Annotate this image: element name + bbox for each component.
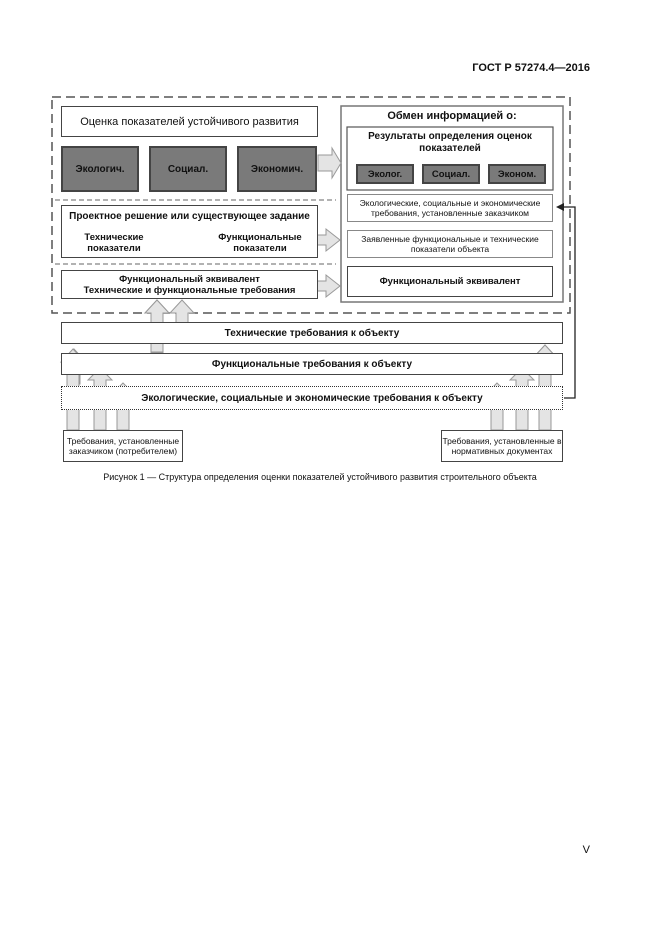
functional-indicators: Функциональные показатели — [218, 232, 302, 254]
ecological-requirements-label: Экологические, социальные и экономически… — [141, 392, 483, 404]
result-social-label: Социал. — [431, 168, 471, 180]
arrow-right — [316, 227, 341, 253]
technical-indicators: Технические показатели — [84, 232, 144, 254]
design-title: Проектное решение или существующее задан… — [69, 211, 310, 222]
design-block: Проектное решение или существующее задан… — [61, 205, 318, 258]
category-social: Социал. — [149, 146, 227, 192]
result-ecological-label: Эколог. — [367, 168, 403, 180]
equivalent-line2: Технические и функциональные требования — [83, 284, 296, 296]
functional-equivalent: Функциональный эквивалент — [379, 276, 521, 287]
result-ecological: Эколог. — [356, 164, 414, 184]
category-economic: Экономич. — [237, 146, 317, 192]
functional-requirements-band: Функциональные требования к объекту — [61, 353, 563, 375]
feedback-connector — [563, 206, 576, 399]
customer-requirements-box: Экологические, социальные и экономически… — [347, 194, 553, 222]
results-title: Результаты определения оценок показателе… — [368, 131, 532, 154]
figure-caption: Рисунок 1 — Структура определения оценки… — [103, 472, 537, 482]
customer-requirements: Экологические, социальные и экономически… — [359, 198, 541, 218]
assessment-title-box: Оценка показателей устойчивого развития — [61, 106, 318, 137]
normative-source: Требования, установленные в нормативных … — [442, 436, 562, 456]
page-number: V — [582, 844, 590, 856]
category-economic-label: Экономич. — [250, 163, 304, 175]
results-frame — [346, 126, 554, 191]
outer-dashed-frame — [51, 96, 571, 314]
declared-indicators-box: Заявленные функциональные и технические … — [347, 230, 553, 258]
declared-indicators: Заявленные функциональные и технические … — [361, 234, 539, 254]
technical-requirements-band: Технические требования к объекту — [61, 322, 563, 344]
normative-source-box: Требования, установленные в нормативных … — [441, 430, 563, 462]
assessment-title: Оценка показателей устойчивого развития — [80, 115, 299, 128]
exchange-title: Обмен информацией о: — [387, 110, 517, 122]
customer-source-box: Требования, установленные заказчиком (по… — [63, 430, 183, 462]
functional-requirements-label: Функциональные требования к объекту — [211, 358, 413, 370]
customer-source: Требования, установленные заказчиком (по… — [66, 436, 180, 456]
result-economic: Эконом. — [488, 164, 546, 184]
document-code: ГОСТ Р 57274.4—2016 — [472, 62, 590, 74]
equivalent-line1: Функциональный эквивалент — [119, 273, 260, 285]
ecological-requirements-band: Экологические, социальные и экономически… — [61, 386, 563, 410]
arrow-right — [316, 273, 341, 299]
result-social: Социал. — [422, 164, 480, 184]
functional-equivalent-box: Функциональный эквивалент — [347, 266, 553, 297]
category-ecological: Экологич. — [61, 146, 139, 192]
technical-requirements-label: Технические требования к объекту — [224, 327, 400, 339]
category-social-label: Социал. — [167, 163, 209, 175]
result-economic-label: Эконом. — [497, 168, 537, 180]
feedback-arrowhead — [556, 203, 564, 211]
arrow-right — [317, 146, 342, 180]
equivalent-block: Функциональный эквивалент Технические и … — [61, 270, 318, 299]
category-ecological-label: Экологич. — [75, 163, 125, 175]
